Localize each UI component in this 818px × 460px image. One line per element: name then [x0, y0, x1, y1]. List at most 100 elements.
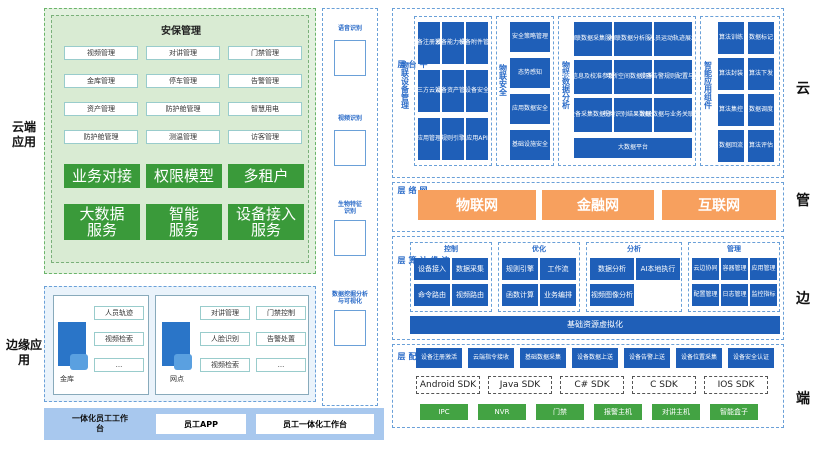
- sdk-box[interactable]: IOS SDK: [704, 376, 768, 394]
- service-button[interactable]: 多租户: [228, 164, 304, 188]
- iot-analysis-tile[interactable]: 物联数据分析服务: [609, 22, 657, 56]
- security-item[interactable]: 金库管理: [64, 74, 138, 88]
- control-tile[interactable]: 数据采集: [452, 258, 488, 280]
- branch-item[interactable]: 告警处置: [256, 332, 306, 346]
- security-item[interactable]: 访客管理: [228, 130, 302, 144]
- sdk-box[interactable]: Java SDK: [488, 376, 552, 394]
- iot-security-tile[interactable]: 安全策略管理: [510, 22, 550, 52]
- optimize-tile[interactable]: 工作流: [540, 258, 576, 280]
- terminal-tile[interactable]: 设备安全认证: [728, 348, 774, 368]
- service-button[interactable]: 权限模型: [146, 164, 222, 188]
- security-item[interactable]: 停车管理: [146, 74, 220, 88]
- smart-app-tile[interactable]: 算法下发: [748, 58, 774, 90]
- branch-item[interactable]: 视频检索: [200, 358, 250, 372]
- device-tile[interactable]: 智能盒子: [710, 404, 758, 420]
- security-item[interactable]: 门禁管理: [228, 46, 302, 60]
- terminal-tile[interactable]: 设备位置采集: [676, 348, 722, 368]
- sdk-box[interactable]: Android SDK: [416, 376, 480, 394]
- smart-app-tile[interactable]: 数据调度: [748, 94, 774, 126]
- device-tile[interactable]: 报警主机: [594, 404, 642, 420]
- service-button[interactable]: 大数据 服务: [64, 204, 140, 240]
- vault-item[interactable]: 人员轨迹: [94, 306, 144, 320]
- security-item[interactable]: 防护舱管理: [64, 130, 138, 144]
- control-tile[interactable]: 设备接入: [414, 258, 450, 280]
- smart-app-tile[interactable]: 算法评估: [748, 130, 774, 162]
- iot-device-tile[interactable]: 设备安全: [465, 70, 489, 112]
- terminal-tile[interactable]: 设备注册激活: [416, 348, 462, 368]
- employee-app-button[interactable]: 员工APP: [156, 414, 246, 434]
- control-tile[interactable]: 视频路由: [452, 284, 488, 306]
- service-button[interactable]: 业务对接: [64, 164, 140, 188]
- iot-security-tile[interactable]: 应用数据安全: [510, 94, 550, 124]
- iot-device-tile[interactable]: 第三方云对接: [411, 70, 447, 112]
- iot-analysis-tile[interactable]: 设备采集数据分析: [569, 98, 617, 132]
- manage-tile[interactable]: 容器管理: [721, 258, 748, 280]
- service-button[interactable]: 智能 服务: [146, 204, 222, 240]
- security-title: 安保管理: [161, 25, 201, 37]
- iot-device-tile[interactable]: 应用API: [466, 118, 488, 160]
- branch-item[interactable]: 门禁控制: [256, 306, 306, 320]
- security-item[interactable]: 防护舱管理: [146, 102, 220, 116]
- manage-tile[interactable]: 监控指标: [750, 284, 777, 306]
- branch-item[interactable]: 对讲管理: [200, 306, 250, 320]
- smart-app-tile[interactable]: 算法集控: [718, 94, 744, 126]
- security-item[interactable]: 资产管理: [64, 102, 138, 116]
- sdk-box[interactable]: C# SDK: [560, 376, 624, 394]
- vault-item[interactable]: ...: [94, 358, 144, 372]
- manage-tile[interactable]: 应用管理: [750, 258, 777, 280]
- iot-device-tile[interactable]: 应用管理: [417, 118, 441, 160]
- optimize-tile[interactable]: 函数计算: [502, 284, 538, 306]
- optimize-tile[interactable]: 业务编排: [540, 284, 576, 306]
- iot-device-tile[interactable]: 设备附件管理: [459, 22, 495, 64]
- terminal-tile[interactable]: 云端指令接收: [468, 348, 514, 368]
- iot-analysis-tile[interactable]: 场所信息及校准参数管理: [560, 60, 626, 94]
- iot-analysis-tile[interactable]: 场所空间数据可视化: [606, 60, 660, 94]
- control-tile[interactable]: 命令路由: [414, 284, 450, 306]
- iot-device-tile[interactable]: 设备能力模型: [435, 22, 471, 64]
- device-tile[interactable]: 对讲主机: [652, 404, 700, 420]
- iot-analysis-tile[interactable]: 物联数据采集服务: [569, 22, 617, 56]
- device-tile[interactable]: 门禁: [536, 404, 584, 420]
- manage-tile[interactable]: 配置管理: [692, 284, 719, 306]
- security-item[interactable]: 告警管理: [228, 74, 302, 88]
- vault-item[interactable]: 视频检索: [94, 332, 144, 346]
- iot-device-tile[interactable]: 设备资产管理: [435, 70, 471, 112]
- security-item[interactable]: 对讲管理: [146, 46, 220, 60]
- iot-analysis-tile[interactable]: 物联数据与业务关联分析: [640, 98, 706, 132]
- security-item[interactable]: 视频管理: [64, 46, 138, 60]
- manage-tile[interactable]: 日志管理: [721, 284, 748, 306]
- iot-analysis-tile[interactable]: 设备告警规则配置与查询: [640, 60, 706, 94]
- device-tile[interactable]: IPC: [420, 404, 468, 420]
- right-label-pipe: 管: [796, 193, 810, 209]
- ai-label: 语音识别: [337, 24, 362, 32]
- smart-app-tile[interactable]: 算法封装: [718, 58, 744, 90]
- iot-device-tile[interactable]: 规则引擎: [441, 118, 465, 160]
- sdk-box[interactable]: C SDK: [632, 376, 696, 394]
- smart-app-tile[interactable]: 数据标记: [748, 22, 774, 54]
- iot-device-tile[interactable]: 设备注册激活: [411, 22, 447, 64]
- terminal-tile[interactable]: 设备告警上送: [624, 348, 670, 368]
- security-item[interactable]: 智慧用电: [228, 102, 302, 116]
- iot-security-tile[interactable]: 基础设施安全: [510, 130, 550, 160]
- branch-item[interactable]: ...: [256, 358, 306, 372]
- analysis-tile[interactable]: 视频图像分析: [590, 284, 634, 306]
- security-item[interactable]: 测温管理: [146, 130, 220, 144]
- iot-security-tile[interactable]: 态势感知: [510, 58, 550, 88]
- iot-analysis-tile[interactable]: 视频识别结果数据分析: [603, 98, 663, 132]
- terminal-tile[interactable]: 设备数据上送: [572, 348, 618, 368]
- employee-workstation-button[interactable]: 员工一体化工作台: [256, 414, 374, 434]
- big-data-platform[interactable]: 大数据平台: [574, 138, 692, 158]
- manage-tile[interactable]: 云边协同: [692, 258, 719, 280]
- terminal-tile[interactable]: 基础数据采集: [520, 348, 566, 368]
- right-label-edge: 边: [796, 291, 810, 307]
- device-tile[interactable]: NVR: [478, 404, 526, 420]
- iot-analysis-tile[interactable]: 人员运动轨迹展示: [649, 22, 697, 56]
- service-button[interactable]: 设备接入 服务: [228, 204, 304, 240]
- branch-item[interactable]: 人脸识别: [200, 332, 250, 346]
- control-group: [410, 242, 492, 312]
- smart-app-tile[interactable]: 数据回流: [718, 130, 744, 162]
- optimize-tile[interactable]: 规则引擎: [502, 258, 538, 280]
- analysis-tile[interactable]: 数据分析: [590, 258, 634, 280]
- smart-app-tile[interactable]: 算法训练: [718, 22, 744, 54]
- analysis-tile[interactable]: AI本地执行: [636, 258, 680, 280]
